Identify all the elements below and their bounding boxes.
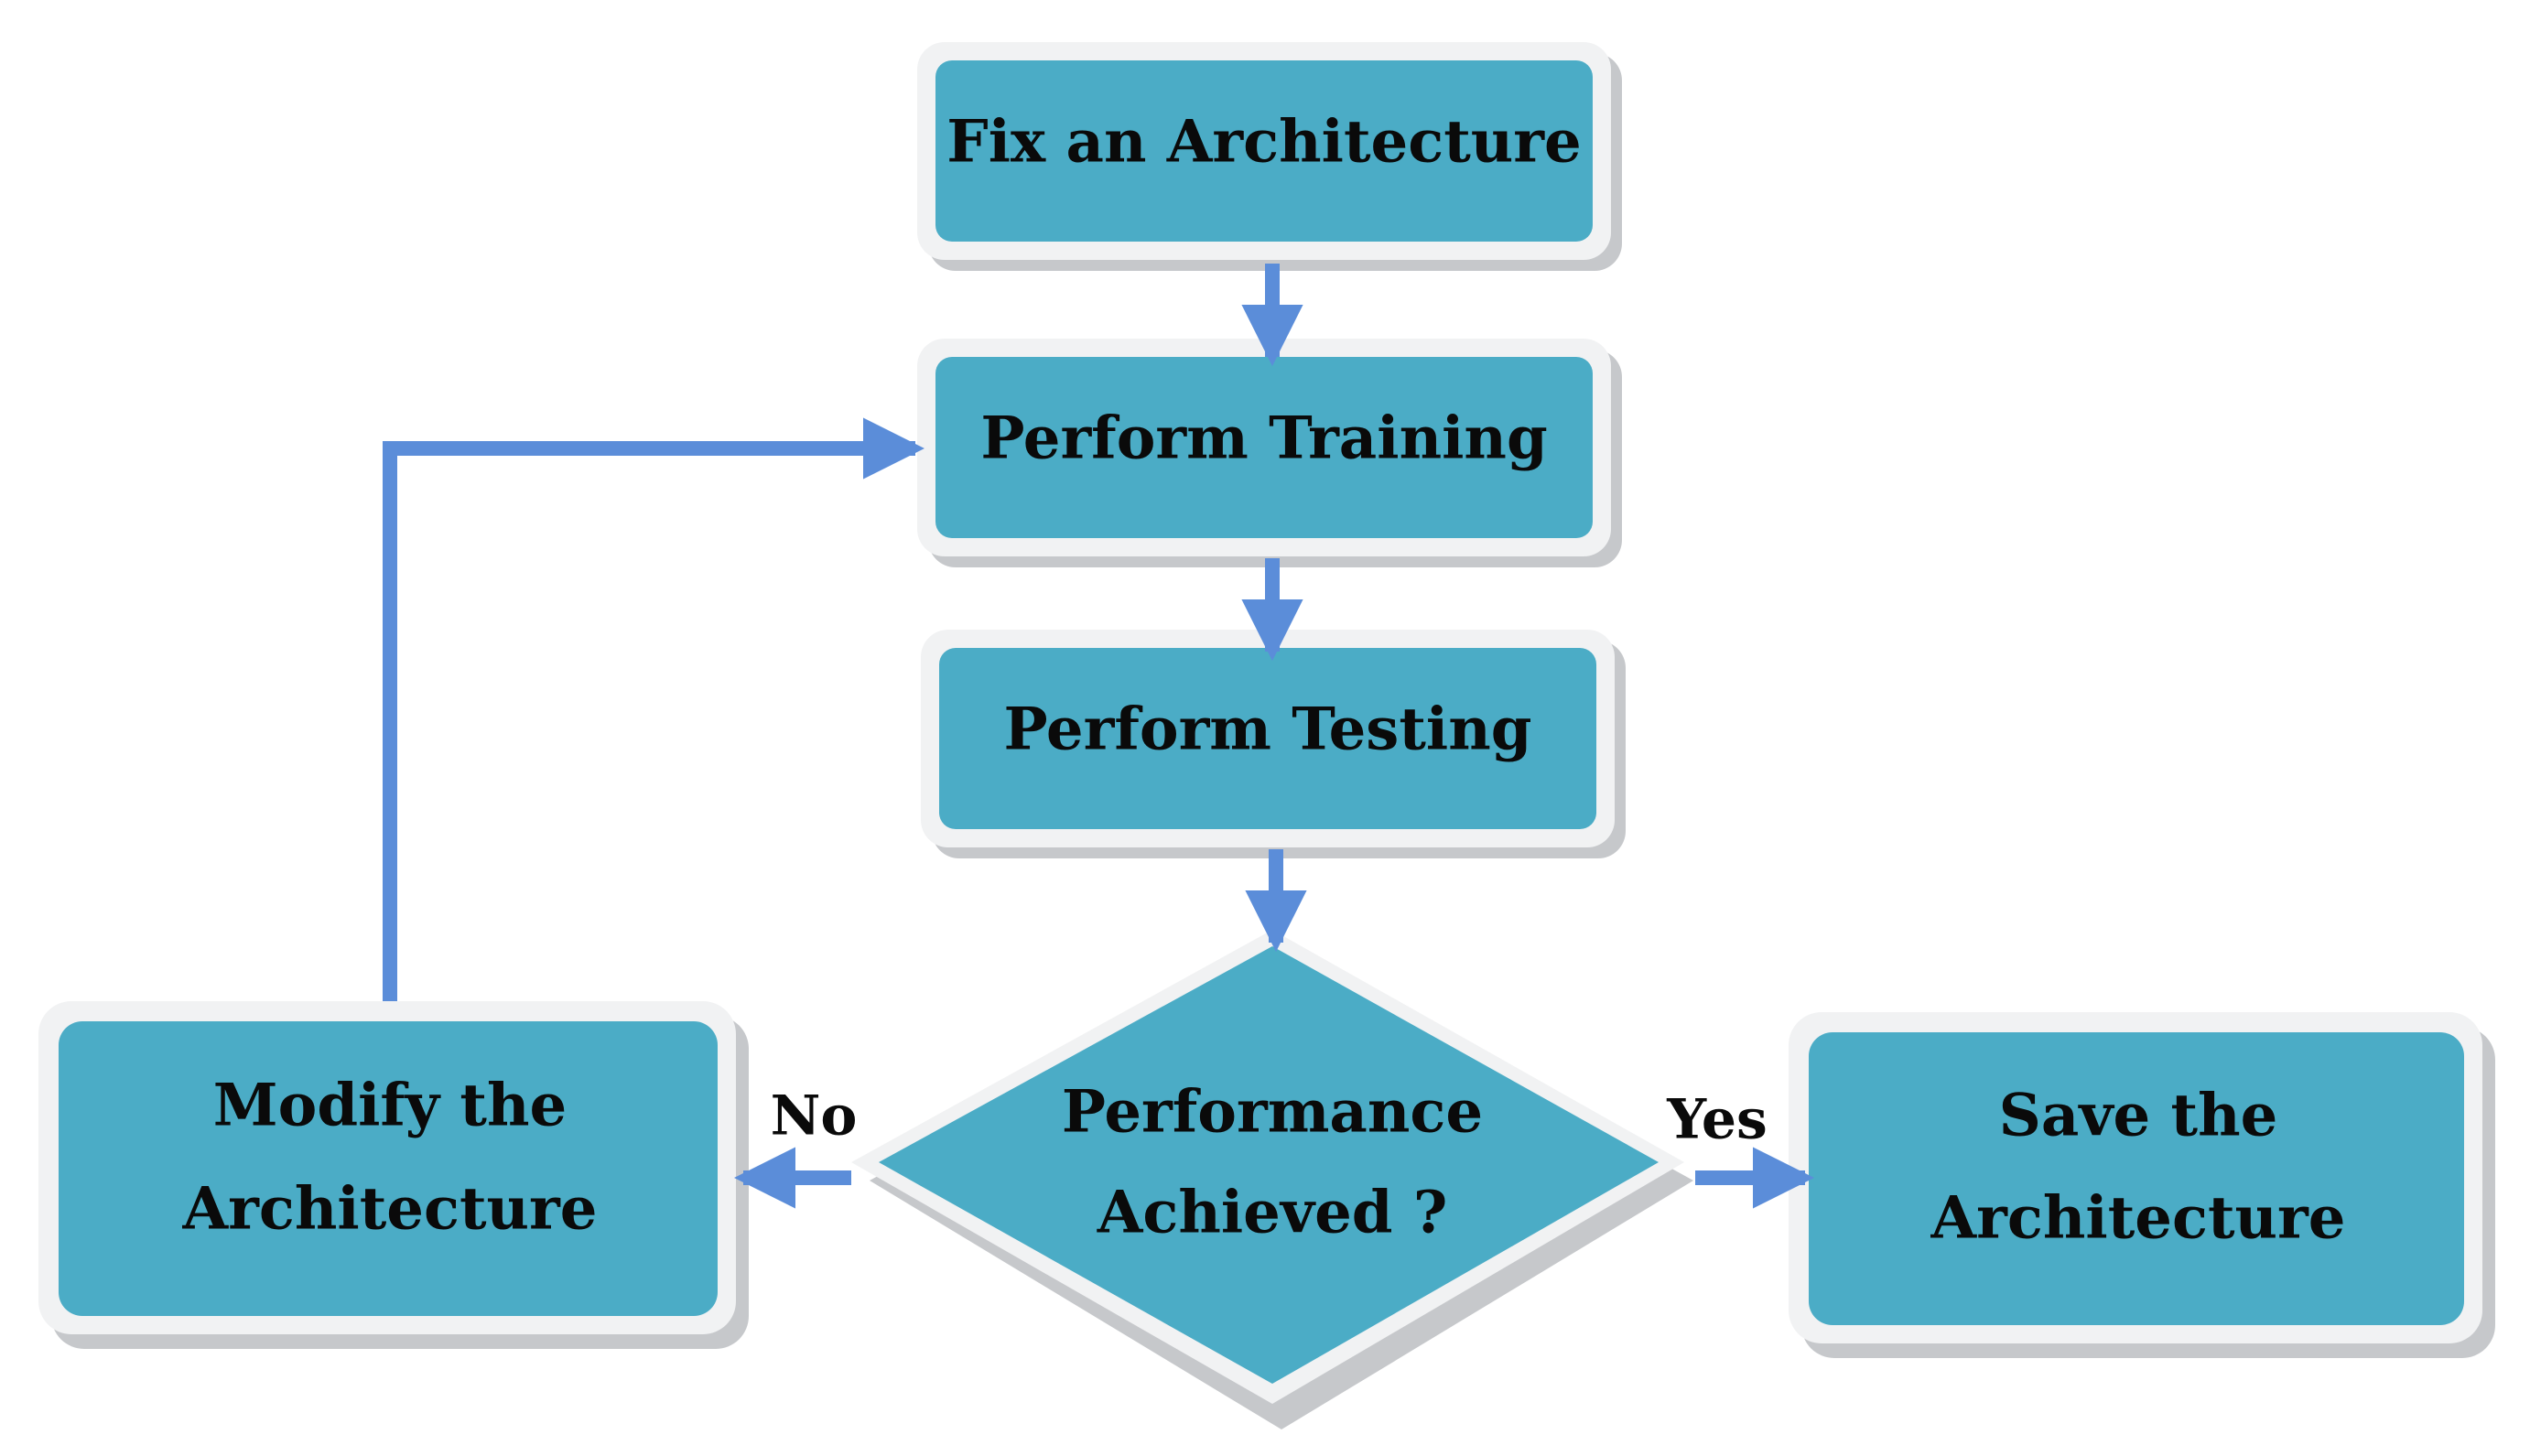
edge-label-no: No xyxy=(771,1084,858,1149)
perform-training-node: Perform Training xyxy=(917,339,1622,567)
modify-label-line1: Modify the xyxy=(213,1072,567,1140)
modify-architecture-node: Modify the Architecture xyxy=(38,1001,749,1349)
perform-testing-label: Perform Testing xyxy=(1004,696,1532,764)
save-label-line2: Architecture xyxy=(1930,1184,2346,1253)
arrow-modify-to-training xyxy=(383,417,925,1001)
fix-architecture-node: Fix an Architecture xyxy=(917,42,1622,271)
decision-label-line1: Performance xyxy=(1062,1078,1483,1147)
perform-testing-node: Perform Testing xyxy=(921,630,1626,858)
edge-label-yes: Yes xyxy=(1666,1088,1768,1152)
save-label-line1: Save the xyxy=(1999,1082,2278,1150)
perform-training-label: Perform Training xyxy=(980,404,1547,473)
performance-decision-node: Performance Achieved ? xyxy=(851,930,1693,1429)
fix-architecture-label: Fix an Architecture xyxy=(946,108,1581,177)
decision-label-line2: Achieved ? xyxy=(1097,1179,1448,1247)
save-architecture-node: Save the Architecture xyxy=(1789,1012,2495,1358)
modify-label-line2: Architecture xyxy=(182,1175,598,1244)
